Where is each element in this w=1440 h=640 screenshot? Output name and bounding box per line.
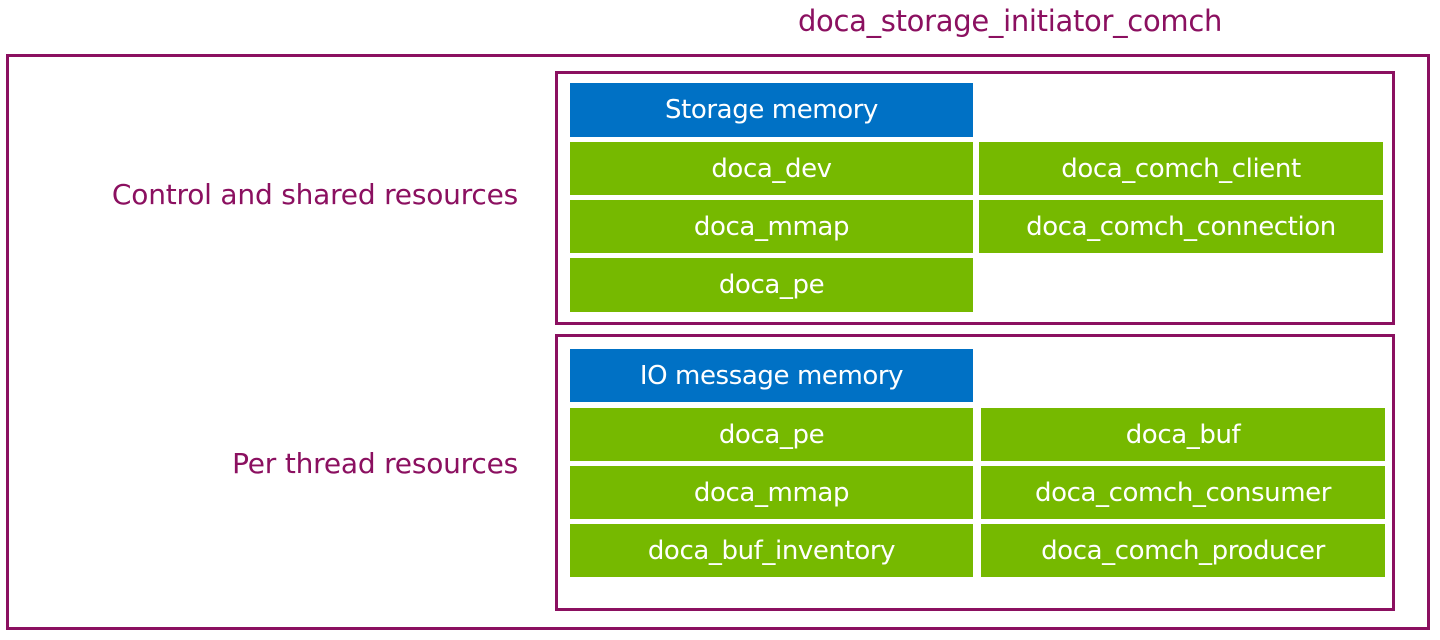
- resource-block: doca_comch_connection: [979, 200, 1383, 253]
- storage-memory-block: Storage memory: [570, 83, 973, 137]
- io-message-memory-block: IO message memory: [570, 349, 973, 402]
- group-label-control-shared: Control and shared resources: [111, 178, 518, 211]
- diagram-title: doca_storage_initiator_comch: [797, 4, 1223, 38]
- resource-block: doca_buf_inventory: [570, 524, 973, 577]
- control-shared-group: [555, 71, 1395, 325]
- resource-block: doca_comch_producer: [981, 524, 1385, 577]
- resource-block: doca_mmap: [570, 466, 973, 519]
- resource-block: doca_pe: [570, 408, 973, 461]
- resource-block: doca_comch_client: [979, 142, 1383, 195]
- resource-block: doca_dev: [570, 142, 973, 195]
- per-thread-group: [555, 334, 1395, 611]
- resource-block: doca_mmap: [570, 200, 973, 253]
- resource-block: doca_comch_consumer: [981, 466, 1385, 519]
- group-label-per-thread: Per thread resources: [232, 447, 518, 480]
- resource-block: doca_pe: [570, 258, 973, 312]
- application-frame: [6, 54, 1430, 630]
- resource-block: doca_buf: [981, 408, 1385, 461]
